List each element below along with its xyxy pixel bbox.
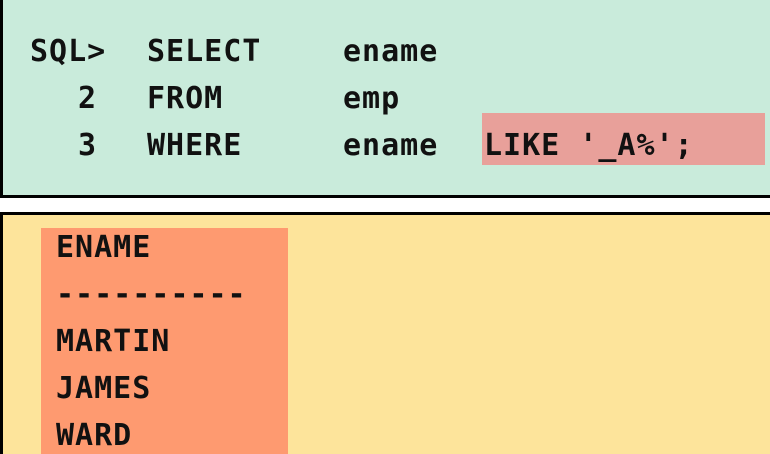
sql-query-panel xyxy=(0,0,770,198)
select-column: ename xyxy=(343,34,439,69)
result-row: MARTIN xyxy=(56,324,171,359)
from-table: emp xyxy=(343,81,401,116)
from-keyword: FROM xyxy=(147,81,224,116)
where-keyword: WHERE xyxy=(147,128,243,163)
result-row: JAMES xyxy=(56,371,152,406)
line-number-3: 3 xyxy=(78,128,98,163)
result-separator: ---------- xyxy=(56,277,247,312)
like-condition-highlight xyxy=(482,113,765,165)
like-condition: LIKE '_A%'; xyxy=(484,128,694,163)
line-number-2: 2 xyxy=(78,81,98,116)
where-column: ename xyxy=(343,128,439,163)
result-column-highlight xyxy=(41,228,288,454)
sql-prompt: SQL> xyxy=(30,34,107,69)
result-row: WARD xyxy=(56,418,133,453)
select-keyword: SELECT xyxy=(147,34,262,69)
result-column-header: ENAME xyxy=(56,230,152,265)
